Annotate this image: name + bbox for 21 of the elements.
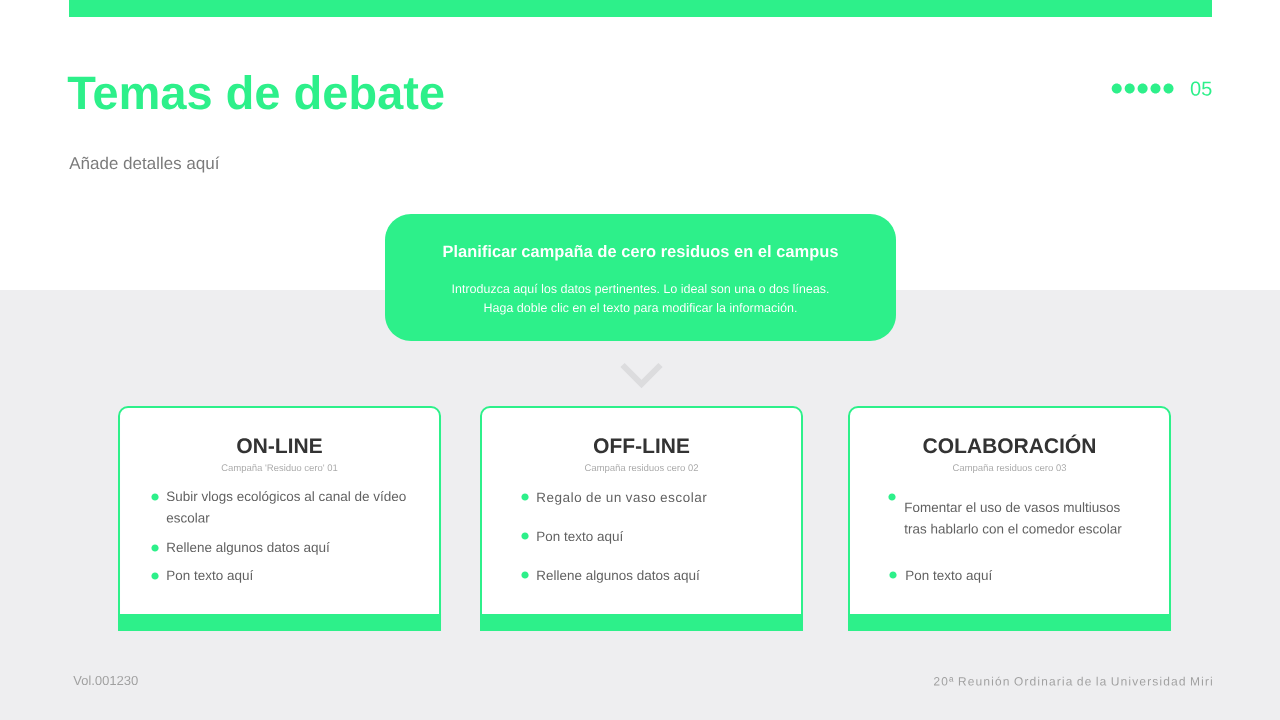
bullet-text: Fomentar el uso de vasos multiusos tras hablarlo con el comedor escolar bbox=[904, 502, 1122, 534]
card-subtitle: Campaña residuos cero 02 bbox=[584, 464, 699, 473]
card-title: ON-LINE bbox=[237, 438, 322, 454]
subtitle: Añade detalles aquí bbox=[69, 156, 220, 173]
card-subtitle: Campaña 'Residuo cero' 01 bbox=[221, 464, 338, 473]
bullet-text: Regalo de un vaso escolar bbox=[537, 492, 707, 505]
card-title: COLABORACIÓN bbox=[923, 434, 1095, 454]
bullet-text: Pon texto aquí bbox=[537, 531, 624, 544]
footer-text: Vol.001230 bbox=[73, 675, 138, 686]
footer-text: 20ª Reunión Ordinaria de la Universidad Miri bbox=[934, 676, 1212, 686]
heading: Planificar campaña de cero residuos en el campus bbox=[443, 245, 838, 261]
bullet-text: Pon texto aquí bbox=[906, 570, 993, 583]
body-text: Introduzca aquí los datos pertinentes. Lo ideal son una o dos líneas. Haga doble clic en el texto para modificar la información. bbox=[452, 283, 829, 315]
page-number: 05 bbox=[1190, 81, 1212, 96]
bullet-text: Subir vlogs ecológicos al canal de vídeo escolar bbox=[166, 491, 406, 523]
title: Temas de debate bbox=[67, 74, 444, 110]
card-subtitle: Campaña residuos cero 03 bbox=[952, 464, 1067, 473]
bullet-text: Rellene algunos datos aquí bbox=[537, 570, 700, 583]
bullet-text: Pon texto aquí bbox=[167, 570, 254, 583]
card-title: OFF-LINE bbox=[593, 438, 690, 454]
bullet-text: Rellene algunos datos aquí bbox=[167, 542, 330, 555]
